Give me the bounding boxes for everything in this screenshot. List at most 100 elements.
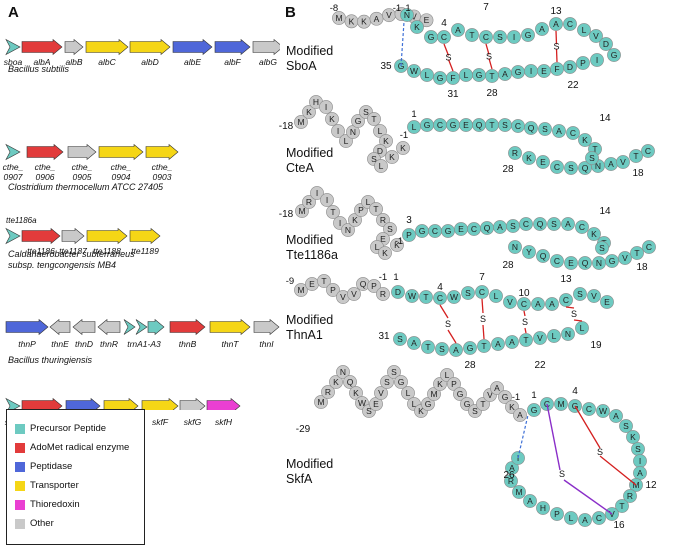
residue-number: 22 (534, 360, 546, 371)
svg-text:S: S (577, 289, 583, 299)
residue-bead: R (321, 385, 335, 399)
svg-text:A: A (509, 463, 515, 473)
residue-bead: I (524, 64, 538, 78)
legend-swatch (15, 443, 25, 453)
svg-text:S: S (568, 163, 574, 173)
bond-line (447, 329, 457, 344)
svg-text:L: L (366, 197, 371, 207)
residue-bead: M (294, 283, 308, 297)
svg-text:L: L (582, 25, 587, 35)
residue-bead: L (373, 124, 387, 138)
svg-text:C: C (437, 120, 443, 130)
bond-line (563, 479, 613, 515)
panel-a-label: A (8, 4, 19, 21)
gene-arrow (86, 227, 128, 245)
svg-text:V: V (507, 297, 513, 307)
residue-bead: I (633, 454, 647, 468)
gene-arrow (129, 38, 171, 56)
svg-text:S: S (391, 367, 397, 377)
svg-text:T: T (592, 144, 597, 154)
residue-bead: E (536, 155, 550, 169)
svg-text:Q: Q (582, 163, 589, 173)
residue-bead: K (379, 134, 393, 148)
svg-text:D: D (395, 287, 401, 297)
svg-text:S: S (387, 224, 393, 234)
svg-text:P: P (554, 509, 560, 519)
residue-bead: K (578, 133, 592, 147)
residue-number: -18 (279, 121, 294, 132)
svg-text:G: G (464, 399, 471, 409)
svg-text:T: T (634, 248, 639, 258)
svg-text:A: A (637, 468, 643, 478)
residue-number: 1 (393, 272, 398, 283)
residue-number: 31 (378, 331, 390, 342)
svg-text:D: D (567, 62, 573, 72)
sulfur-label: S (571, 309, 577, 319)
residue-bead: T (485, 118, 499, 132)
residue-bead: S (498, 118, 512, 132)
residue-bead: K (390, 238, 404, 252)
residue-number: 1 (405, 3, 410, 14)
svg-text:C: C (437, 293, 443, 303)
gene-label: tte1188 (93, 246, 121, 256)
svg-text:R: R (508, 476, 514, 486)
residue-bead: T (367, 112, 381, 126)
svg-text:T: T (480, 399, 485, 409)
gene-arrow (5, 227, 21, 245)
residue-bead: C (517, 297, 531, 311)
svg-text:V: V (609, 509, 615, 519)
svg-text:V: V (620, 157, 626, 167)
legend-label: Precursor Peptide (30, 423, 107, 434)
residue-bead: V (483, 388, 497, 402)
residue-number: -1 (379, 272, 387, 283)
svg-text:K: K (353, 388, 359, 398)
organism-name: Caldanaerobacter subterraneus subsp. ten… (8, 249, 135, 270)
residue-bead: C (642, 240, 656, 254)
residue-bead: C (433, 118, 447, 132)
svg-text:S: S (366, 406, 372, 416)
residue-bead: V (587, 289, 601, 303)
svg-text:S: S (599, 243, 605, 253)
svg-text:K: K (437, 379, 443, 389)
residue-bead: D (563, 60, 577, 74)
residue-bead: D (599, 37, 613, 51)
sulfur-label: S (480, 314, 486, 324)
residue-bead: P (447, 377, 461, 391)
svg-text:K: K (306, 107, 312, 117)
legend-label: Transporter (30, 480, 79, 491)
svg-text:V: V (487, 390, 493, 400)
svg-text:E: E (424, 15, 430, 25)
svg-text:V: V (622, 253, 628, 263)
svg-text:G: G (419, 226, 426, 236)
svg-text:A: A (527, 496, 533, 506)
gene-label: thnP (18, 339, 36, 349)
residue-bead: S (362, 404, 376, 418)
svg-text:T: T (523, 335, 528, 345)
residue-bead: V (589, 29, 603, 43)
residue-bead: A (549, 17, 563, 31)
residue-number: 18 (632, 168, 644, 179)
svg-text:C: C (579, 222, 585, 232)
svg-text:C: C (523, 219, 529, 229)
bond-line (400, 21, 405, 67)
svg-text:A: A (517, 410, 523, 420)
svg-text:R: R (380, 289, 386, 299)
gene-arrow (129, 227, 161, 245)
residue-bead: N (336, 365, 350, 379)
svg-text:Q: Q (484, 223, 491, 233)
gene-label: albE (183, 57, 201, 67)
svg-text:G: G (572, 401, 579, 411)
svg-text:M: M (297, 117, 304, 127)
svg-text:K: K (333, 377, 339, 387)
gene-arrow (252, 38, 280, 56)
residue-bead: C (475, 285, 489, 299)
residue-bead: P (326, 283, 340, 297)
bond-line (439, 304, 449, 319)
svg-text:G: G (428, 32, 435, 42)
svg-text:R: R (306, 197, 312, 207)
residue-bead: W (405, 289, 419, 303)
svg-text:C: C (479, 287, 485, 297)
svg-text:I: I (337, 126, 339, 136)
gene-label: sboa (3, 57, 23, 67)
residue-bead: S (461, 286, 475, 300)
